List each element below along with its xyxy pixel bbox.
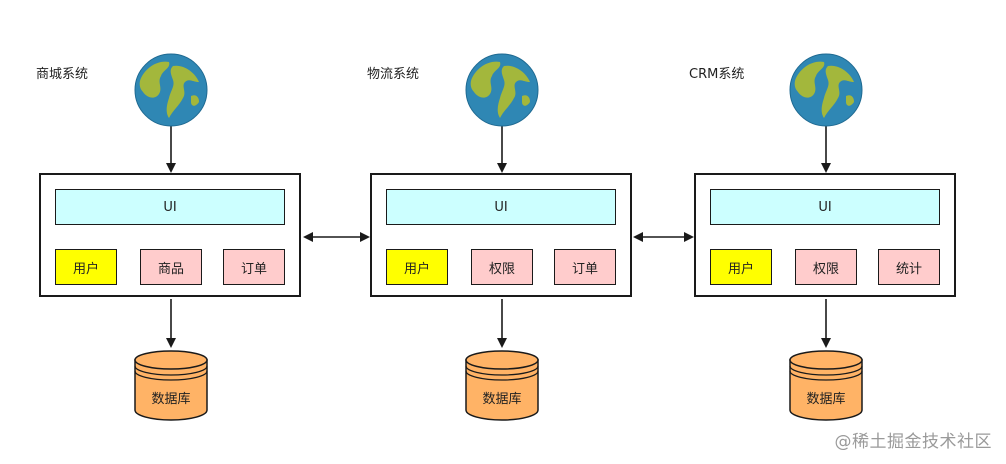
module-permission: 权限 [795,249,857,285]
module-order: 订单 [554,249,616,285]
module-statistics: 统计 [878,249,940,285]
module-product: 商品 [140,249,202,285]
module-permission: 权限 [471,249,533,285]
globe-icon [134,53,208,127]
globe-icon [789,53,863,127]
database-cylinder: 数据库 [788,350,864,422]
ui-layer: UI [710,189,940,225]
database-icon [465,350,539,421]
database-icon [134,350,208,421]
database-cylinder: 数据库 [464,350,540,422]
globe-icon [465,53,539,127]
system-box: UI 用户 商品 订单 [39,173,301,297]
system-title: 商城系统 [36,67,89,82]
database-icon [789,350,863,421]
system-box: UI 用户 权限 订单 [370,173,632,297]
system-title: CRM系统 [689,67,745,82]
module-user: 用户 [386,249,448,285]
module-user: 用户 [55,249,117,285]
database-label: 数据库 [806,392,846,407]
database-label: 数据库 [151,392,191,407]
ui-layer: UI [55,189,285,225]
module-order: 订单 [223,249,285,285]
system-title: 物流系统 [367,67,420,82]
database-cylinder: 数据库 [133,350,209,422]
watermark: @稀土掘金技术社区 [834,432,992,452]
system-box: UI 用户 权限 统计 [694,173,956,297]
module-user: 用户 [710,249,772,285]
ui-layer: UI [386,189,616,225]
database-label: 数据库 [482,392,522,407]
